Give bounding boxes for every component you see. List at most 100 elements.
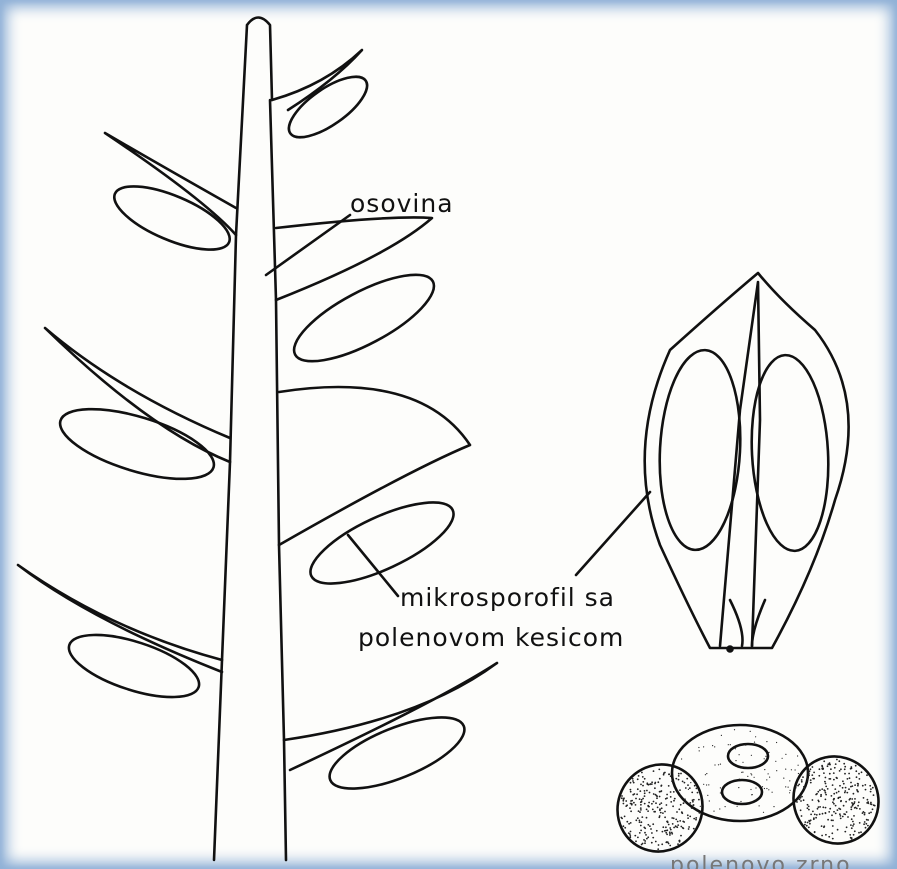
stipple-dot: [764, 758, 765, 759]
pollen-nucleus: [722, 780, 762, 804]
stipple-dot: [861, 771, 863, 773]
stipple-dot: [833, 772, 835, 774]
stipple-dot: [840, 818, 842, 820]
stipple-dot: [837, 809, 839, 811]
stipple-dot: [812, 778, 814, 780]
stipple-dot: [810, 768, 812, 770]
stipple-dot: [665, 832, 667, 834]
stipple-dot: [661, 790, 663, 792]
stipple-dot: [667, 821, 669, 823]
stipple-dot: [800, 800, 802, 802]
stipple-dot: [820, 795, 822, 797]
stipple-dot: [844, 766, 846, 768]
stipple-dot: [670, 775, 672, 777]
stipple-dot: [651, 832, 653, 834]
stipple-dot: [755, 736, 756, 737]
stipple-dot: [633, 782, 635, 784]
stipple-dot: [646, 817, 648, 819]
pollen-stipple: [620, 729, 875, 850]
stipple-dot: [765, 756, 766, 757]
stipple-dot: [635, 840, 637, 842]
stipple-dot: [865, 823, 867, 825]
stipple-dot: [798, 784, 800, 786]
stipple-dot: [795, 787, 796, 788]
stipple-dot: [632, 778, 634, 780]
stipple-dot: [694, 785, 696, 787]
stipple-dot: [637, 788, 639, 790]
stipple-dot: [662, 812, 664, 814]
stipple-dot: [790, 790, 791, 791]
stipple-dot: [828, 811, 830, 813]
stipple-dot: [714, 764, 715, 765]
stipple-dot: [815, 817, 817, 819]
stipple-dot: [852, 805, 854, 807]
stipple-dot: [739, 754, 740, 755]
midrib-tip: [730, 600, 765, 646]
stipple-dot: [671, 817, 673, 819]
stipple-dot: [665, 826, 667, 828]
stipple-dot: [812, 766, 814, 768]
stipple-dot: [873, 794, 875, 796]
stipple-dot: [681, 811, 683, 813]
stipple-dot: [684, 782, 686, 784]
label-pollen-grain: polenovo zrno: [670, 853, 852, 869]
stipple-dot: [680, 773, 682, 775]
stipple-dot: [812, 799, 814, 801]
stipple-dot: [662, 826, 664, 828]
stipple-dot: [655, 841, 657, 843]
stipple-dot: [637, 778, 639, 780]
stipple-dot: [827, 765, 829, 767]
stipple-dot: [810, 779, 812, 781]
stipple-dot: [812, 811, 814, 813]
stipple-dot: [640, 809, 642, 811]
stipple-dot: [664, 811, 666, 813]
stipple-dot: [768, 773, 769, 774]
stipple-dot: [808, 774, 810, 776]
stipple-dot: [839, 770, 841, 772]
stipple-dot: [842, 787, 844, 789]
stipple-dot: [846, 792, 848, 794]
stipple-dot: [636, 793, 638, 795]
scale-base-dot: [728, 647, 733, 652]
stipple-dot: [828, 836, 830, 838]
stipple-dot: [696, 788, 698, 790]
stipple-dot: [806, 825, 808, 827]
stipple-dot: [651, 781, 653, 783]
stipple-dot: [629, 837, 631, 839]
stipple-dot: [679, 840, 681, 842]
stipple-dot: [868, 812, 870, 814]
stipple-dot: [685, 801, 687, 803]
stipple-dot: [657, 781, 659, 783]
stipple-dot: [808, 806, 810, 808]
stipple-dot: [649, 825, 651, 827]
stipple-dot: [630, 810, 632, 812]
stipple-dot: [643, 839, 645, 841]
stipple-dot: [680, 804, 682, 806]
stipple-dot: [808, 827, 810, 829]
stipple-dot: [863, 823, 865, 825]
stipple-dot: [851, 827, 853, 829]
stipple-dot: [852, 825, 854, 827]
stipple-dot: [819, 813, 821, 815]
stipple-dot: [646, 809, 648, 811]
stipple-dot: [683, 802, 685, 804]
stipple-dot: [823, 772, 825, 774]
stipple-dot: [664, 816, 666, 818]
stipple-dot: [697, 792, 699, 794]
stipple-dot: [799, 799, 801, 801]
stipple-dot: [675, 778, 677, 780]
stipple-dot: [791, 769, 792, 770]
stipple-dot: [692, 801, 694, 803]
stipple-dot: [630, 791, 632, 793]
stipple-dot: [810, 819, 812, 821]
stipple-dot: [844, 773, 846, 775]
stipple-dot: [705, 774, 706, 775]
stipple-dot: [659, 796, 661, 798]
stipple-dot: [863, 797, 865, 799]
stipple-dot: [660, 802, 662, 804]
pollen-sac: [53, 395, 222, 493]
stipple-dot: [659, 809, 661, 811]
stipple-dot: [857, 805, 859, 807]
stipple-dot: [670, 796, 672, 798]
stipple-dot: [832, 825, 834, 827]
